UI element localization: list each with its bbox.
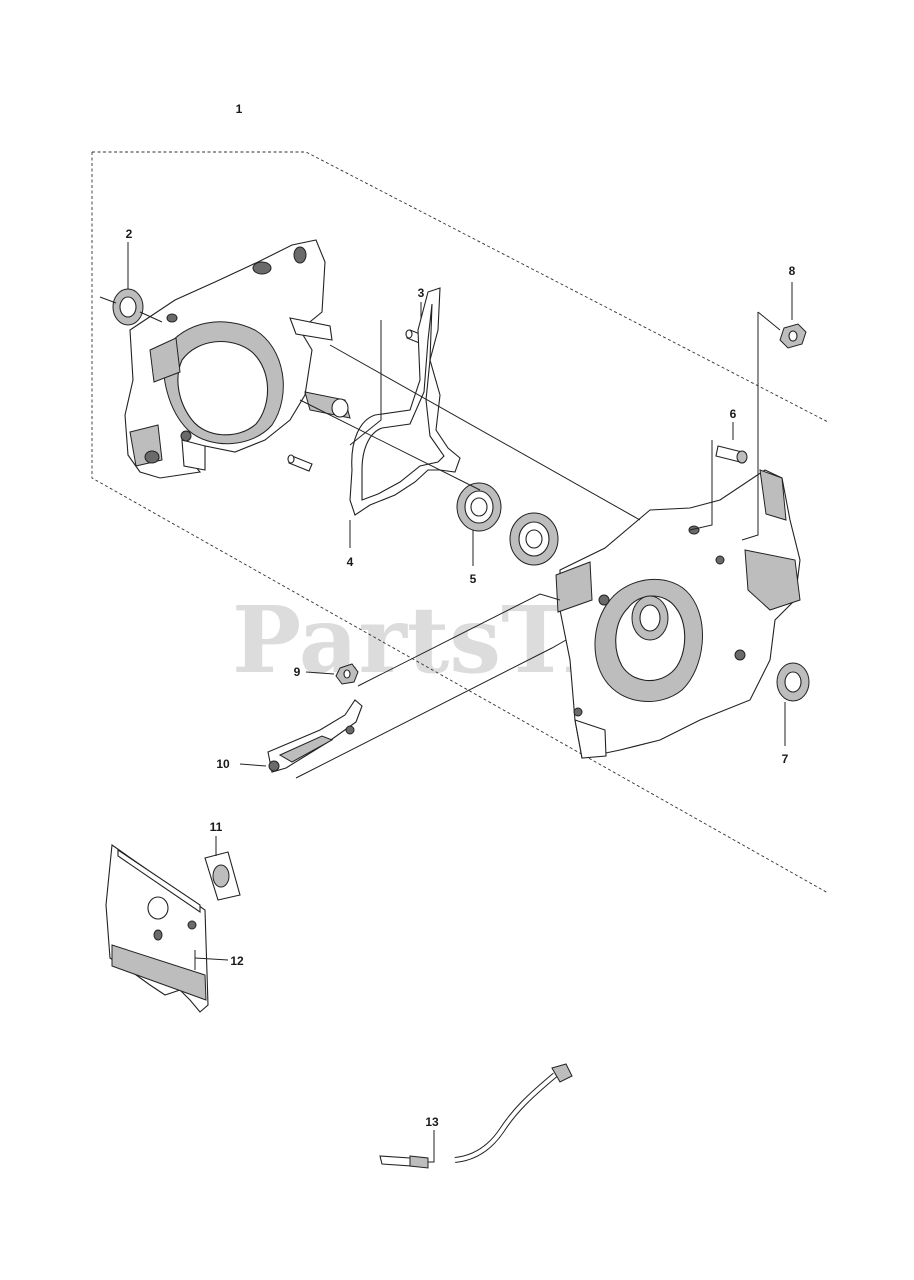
crankcase-gasket — [349, 287, 461, 548]
callout-2: 2 — [126, 227, 133, 241]
oil-seal-left — [99, 242, 163, 326]
callout-1: 1 — [236, 102, 243, 116]
assembly-bracket — [91, 151, 829, 894]
oil-seal-right — [776, 662, 810, 746]
callout-labels: 1 2 3 4 5 6 7 8 9 10 11 12 13 — [126, 102, 796, 1129]
callout-12: 12 — [230, 954, 244, 968]
spacer-block — [204, 836, 241, 901]
dowel-pin-lower — [287, 454, 313, 472]
left-crankcase-half — [124, 239, 351, 479]
callout-13: 13 — [425, 1115, 439, 1129]
callout-10: 10 — [216, 757, 230, 771]
alignment-line-lower — [299, 399, 481, 491]
callout-4: 4 — [347, 555, 354, 569]
oil-hose — [379, 1063, 573, 1169]
callout-7: 7 — [782, 752, 789, 766]
right-crankcase-half — [555, 469, 801, 759]
callout-6: 6 — [730, 407, 737, 421]
guide-plate — [105, 844, 229, 1013]
callout-3: 3 — [418, 286, 425, 300]
alignment-line-upper — [329, 344, 641, 521]
screw — [689, 422, 748, 531]
callout-11: 11 — [210, 820, 223, 834]
ball-bearing-inner — [509, 512, 559, 566]
callout-8: 8 — [789, 264, 796, 278]
hex-nut-top — [741, 282, 807, 541]
callout-9: 9 — [294, 665, 301, 679]
ball-bearing-outer — [456, 482, 502, 566]
hex-nut-small — [305, 593, 561, 687]
callout-5: 5 — [470, 572, 477, 586]
clamp-bracket — [239, 639, 567, 779]
